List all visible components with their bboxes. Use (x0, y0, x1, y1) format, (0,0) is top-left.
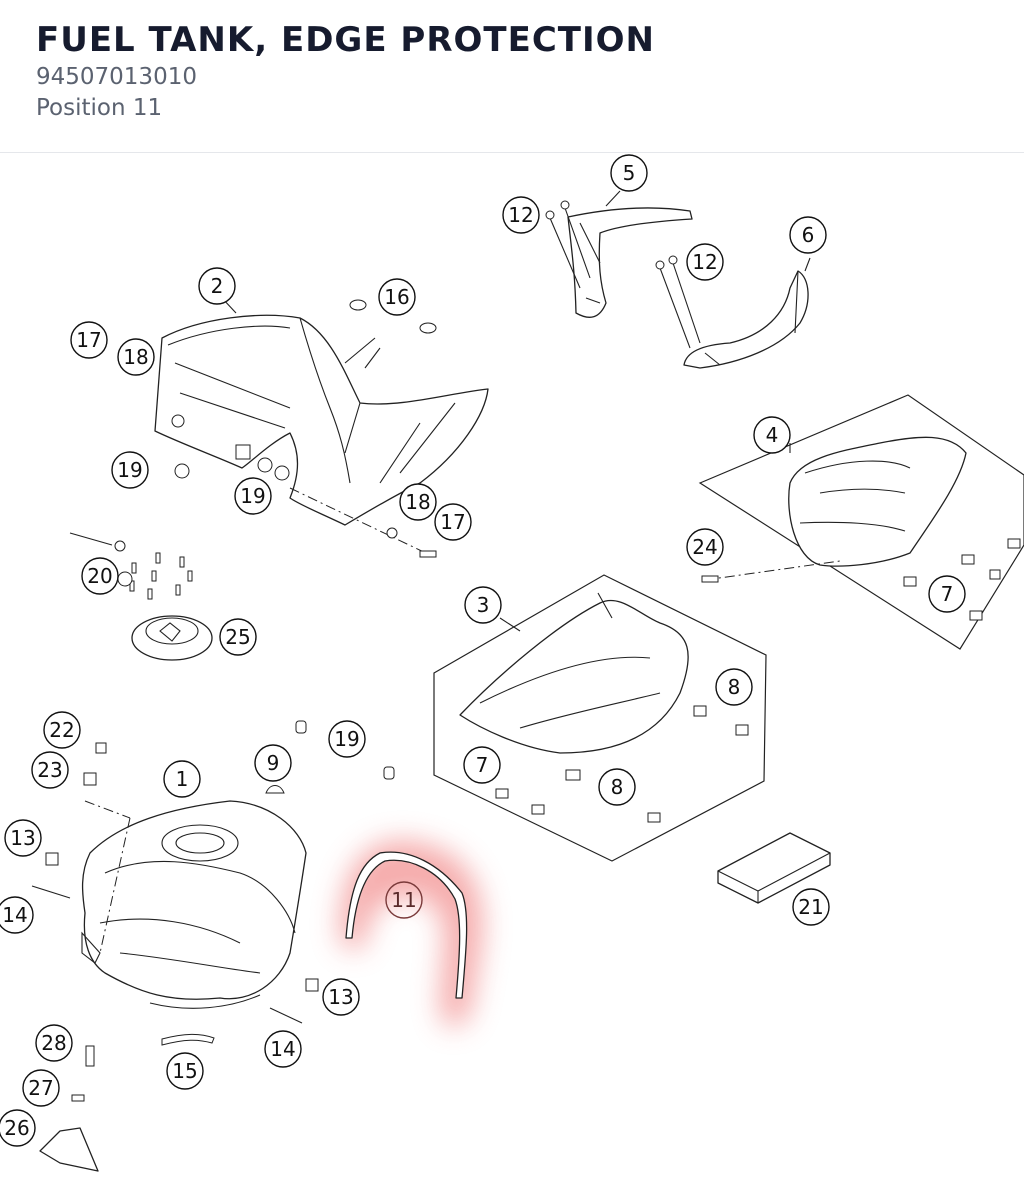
callout-19b[interactable]: 19 (234, 477, 272, 515)
svg-text:18: 18 (123, 345, 148, 369)
callout-23[interactable]: 23 (31, 751, 69, 789)
svg-text:17: 17 (440, 510, 465, 534)
svg-text:27: 27 (28, 1076, 53, 1100)
callout-11[interactable]: 11 (385, 881, 423, 919)
svg-text:8: 8 (728, 675, 741, 699)
svg-text:14: 14 (270, 1037, 295, 1061)
callout-17a[interactable]: 17 (70, 321, 108, 359)
svg-text:18: 18 (405, 490, 430, 514)
svg-text:7: 7 (941, 582, 954, 606)
svg-text:12: 12 (692, 250, 717, 274)
callout-2[interactable]: 2 (198, 267, 236, 305)
svg-text:19: 19 (240, 484, 265, 508)
callout-1[interactable]: 1 (163, 760, 201, 798)
svg-text:19: 19 (334, 727, 359, 751)
callout-13b[interactable]: 13 (322, 978, 360, 1016)
callout-3[interactable]: 3 (464, 586, 502, 624)
callout-7b[interactable]: 7 (463, 746, 501, 784)
svg-text:14: 14 (2, 903, 27, 927)
callout-18a[interactable]: 18 (117, 338, 155, 376)
part-1-fuel-tank (81, 800, 307, 1009)
callout-12b[interactable]: 12 (686, 243, 724, 281)
callout-14b[interactable]: 14 (264, 1030, 302, 1068)
svg-text:19: 19 (117, 458, 142, 482)
svg-text:22: 22 (49, 718, 74, 742)
svg-text:5: 5 (623, 161, 636, 185)
callout-22[interactable]: 22 (43, 711, 81, 749)
svg-text:17: 17 (76, 328, 101, 352)
part-25-filler-cap (129, 552, 213, 661)
svg-text:20: 20 (87, 564, 112, 588)
callout-19a[interactable]: 19 (111, 451, 149, 489)
hardware-pieces (31, 299, 437, 1172)
callout-18b[interactable]: 18 (399, 483, 437, 521)
svg-text:9: 9 (267, 751, 280, 775)
callout-28[interactable]: 28 (35, 1024, 73, 1062)
svg-text:2: 2 (211, 274, 224, 298)
callout-7a[interactable]: 7 (928, 575, 966, 613)
callout-16[interactable]: 16 (378, 278, 416, 316)
page-header: FUEL TANK, EDGE PROTECTION 94507013010 P… (0, 0, 1024, 153)
svg-text:8: 8 (611, 775, 624, 799)
callout-26[interactable]: 26 (0, 1109, 36, 1147)
svg-text:12: 12 (508, 203, 533, 227)
svg-text:4: 4 (766, 423, 779, 447)
svg-text:16: 16 (384, 285, 409, 309)
leader-lines (221, 190, 811, 632)
page-title: FUEL TANK, EDGE PROTECTION (36, 20, 655, 60)
svg-text:23: 23 (37, 758, 62, 782)
callout-4[interactable]: 4 (753, 416, 791, 454)
part-20-screws (129, 552, 193, 600)
part-11-edge-protection (345, 851, 468, 999)
callout-24[interactable]: 24 (686, 528, 724, 566)
svg-text:13: 13 (10, 826, 35, 850)
callout-5[interactable]: 5 (610, 154, 648, 192)
svg-text:24: 24 (692, 535, 717, 559)
part-21-box (717, 832, 831, 904)
part-3-seat (433, 574, 767, 862)
callout-27[interactable]: 27 (22, 1069, 60, 1107)
callout-6[interactable]: 6 (789, 216, 827, 254)
callout-21[interactable]: 21 (792, 888, 830, 926)
part-number: 94507013010 (36, 64, 197, 90)
callout-17b[interactable]: 17 (434, 503, 472, 541)
svg-text:26: 26 (4, 1116, 29, 1140)
part-2-rear-cover (154, 314, 489, 526)
callout-9[interactable]: 9 (254, 744, 292, 782)
callout-25[interactable]: 25 (219, 618, 257, 656)
svg-text:6: 6 (802, 223, 815, 247)
callout-15[interactable]: 15 (166, 1052, 204, 1090)
callout-12a[interactable]: 12 (502, 196, 540, 234)
svg-text:28: 28 (41, 1031, 66, 1055)
exploded-parts-diagram: 1 2 3 4 5 6 7 7 8 8 9 11 12 12 13 13 14 … (0, 153, 1024, 1177)
svg-text:25: 25 (225, 625, 250, 649)
callout-19c[interactable]: 19 (328, 720, 366, 758)
part-5-bracket (545, 200, 693, 318)
part-4-seat-cowl (698, 394, 1024, 650)
callout-20[interactable]: 20 (81, 557, 119, 595)
callout-14a[interactable]: 14 (0, 896, 34, 934)
callout-13a[interactable]: 13 (4, 819, 42, 857)
svg-text:7: 7 (476, 753, 489, 777)
svg-text:15: 15 (172, 1059, 197, 1083)
part-6-bracket (655, 255, 809, 369)
svg-text:3: 3 (477, 593, 490, 617)
svg-text:21: 21 (798, 895, 823, 919)
svg-text:13: 13 (328, 985, 353, 1009)
position-label: Position 11 (36, 95, 163, 121)
callout-8b[interactable]: 8 (598, 768, 636, 806)
svg-text:11: 11 (391, 888, 416, 912)
svg-text:1: 1 (176, 767, 189, 791)
callout-8a[interactable]: 8 (715, 668, 753, 706)
diagram-canvas: 1 2 3 4 5 6 7 7 8 8 9 11 12 12 13 13 14 … (0, 154, 1024, 1172)
